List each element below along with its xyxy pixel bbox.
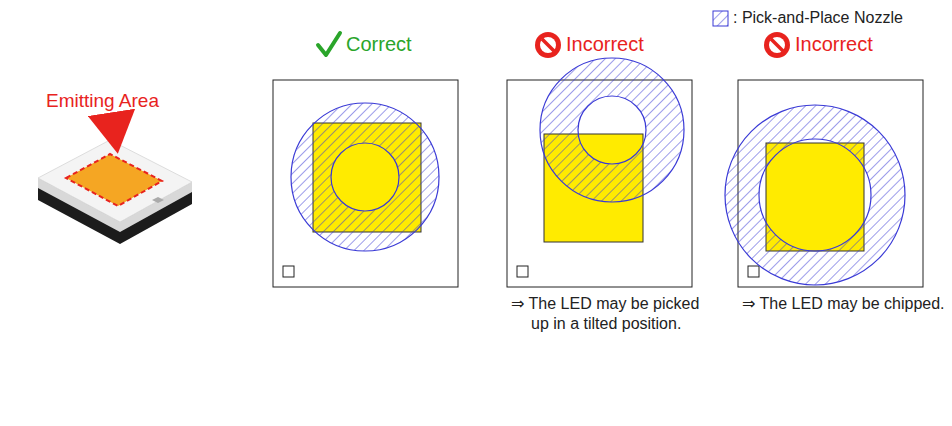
note: ⇒ The LED may be picked up in a tilted p… bbox=[511, 294, 716, 334]
note: ⇒ The LED may be chipped. bbox=[742, 294, 947, 314]
incorrect-panel bbox=[725, 32, 923, 287]
led-illustration bbox=[38, 116, 192, 244]
check-icon bbox=[318, 33, 340, 55]
incorrect-panel bbox=[507, 32, 692, 287]
status-heading: Correct bbox=[346, 32, 412, 56]
prohibition-icon bbox=[535, 32, 561, 58]
legend-text: : Pick-and-Place Nozzle bbox=[733, 8, 903, 27]
prohibition-icon bbox=[764, 32, 790, 58]
correct-panel bbox=[273, 33, 458, 287]
part-label: Emitting Area bbox=[46, 90, 159, 113]
status-heading: Incorrect bbox=[795, 32, 873, 56]
legend-swatch bbox=[713, 11, 728, 26]
status-heading: Incorrect bbox=[566, 32, 644, 56]
